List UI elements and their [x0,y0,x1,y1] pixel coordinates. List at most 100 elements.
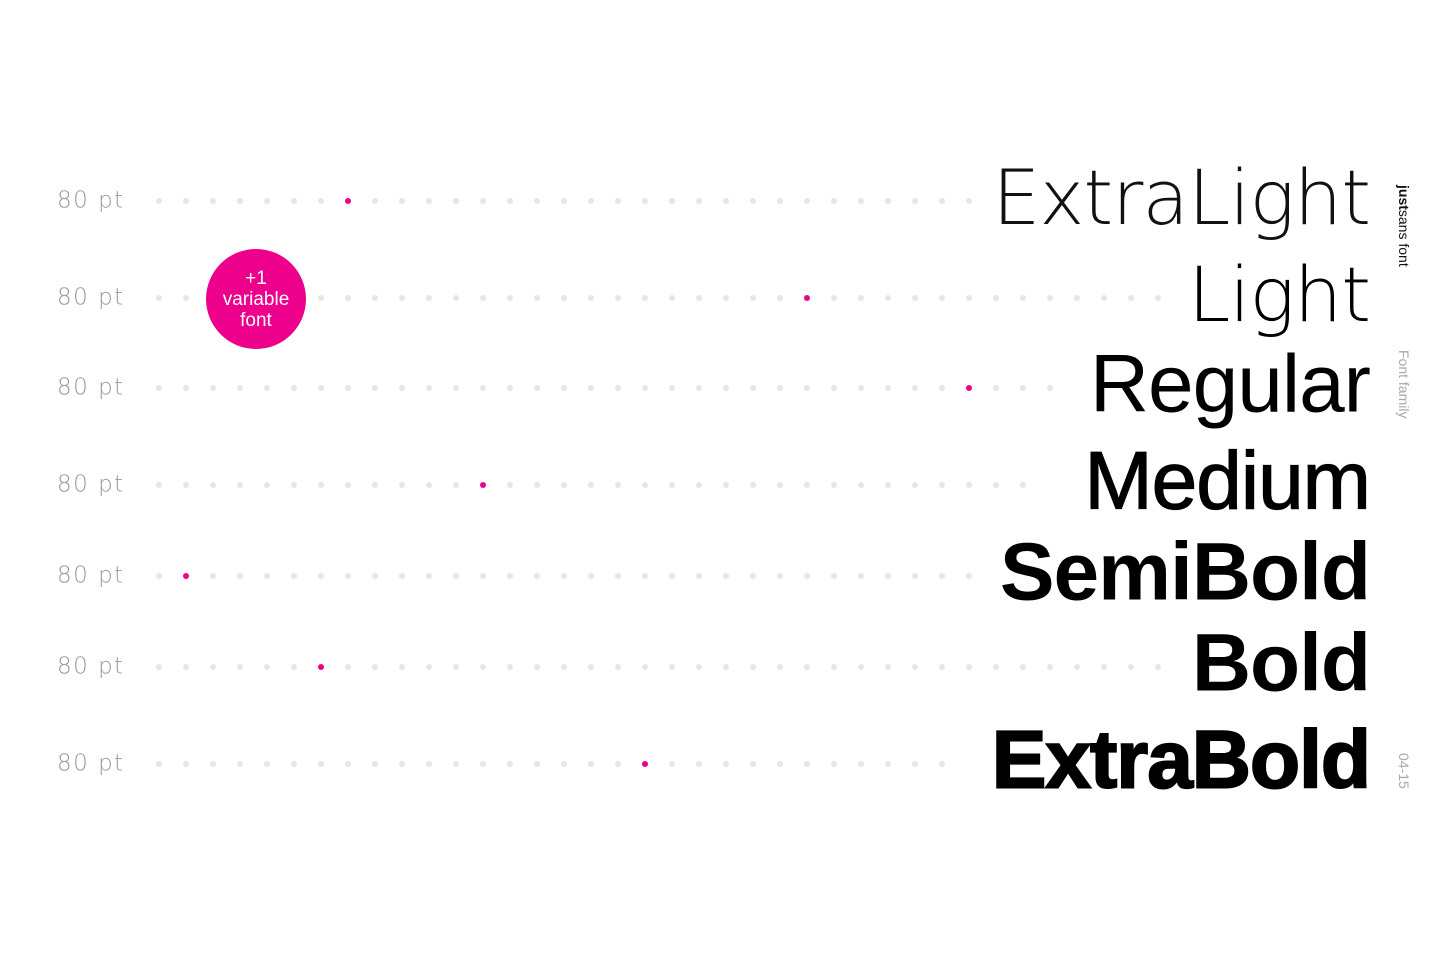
dot [426,573,432,579]
dot [561,664,567,670]
dot [750,573,756,579]
dot [831,482,837,488]
dot [534,385,540,391]
dot [885,198,891,204]
dot [723,761,729,767]
dot [912,198,918,204]
dot [993,482,999,488]
dot [507,573,513,579]
dot [264,385,270,391]
dot [804,761,810,767]
dot [1020,482,1026,488]
dot [831,385,837,391]
dot [642,482,648,488]
dot [642,198,648,204]
dot [399,198,405,204]
dot [696,385,702,391]
dot [1101,664,1107,670]
dot [264,482,270,488]
weight-name: ExtraBold [991,714,1372,806]
dot [1047,295,1053,301]
point-size-label: 80 pt [57,471,125,498]
dot [966,198,972,204]
dot [534,573,540,579]
brand-label: justsans font [1396,185,1412,267]
dot [561,573,567,579]
dot [669,664,675,670]
dot [480,664,486,670]
dot [993,664,999,670]
dot [912,761,918,767]
dot [804,198,810,204]
weight-name: Light [1187,249,1371,339]
dot [345,385,351,391]
dot [318,295,324,301]
dot [372,482,378,488]
dot [480,295,486,301]
dot [183,295,189,301]
dot [588,385,594,391]
dot [912,482,918,488]
dot [642,573,648,579]
dot [777,573,783,579]
dot [669,198,675,204]
dot [534,198,540,204]
dot [723,664,729,670]
dot [210,482,216,488]
dot [237,761,243,767]
highlight-dot [642,761,648,767]
dot [534,664,540,670]
dot [723,385,729,391]
dot [993,295,999,301]
dot [750,385,756,391]
section-label: Font family [1396,350,1412,419]
dot [966,664,972,670]
dot [210,198,216,204]
dot [237,664,243,670]
dot [318,761,324,767]
dot [1020,295,1026,301]
highlight-dot [318,664,324,670]
highlight-dot [804,295,810,301]
dot [210,385,216,391]
dot [156,573,162,579]
dot [561,761,567,767]
dot [426,482,432,488]
dot [156,664,162,670]
dot [588,198,594,204]
dot [561,295,567,301]
dot [237,573,243,579]
dot [264,761,270,767]
dot [534,295,540,301]
highlight-dot [345,198,351,204]
dot [291,385,297,391]
dot [345,664,351,670]
dot [750,295,756,301]
point-size-label: 80 pt [57,187,125,214]
dot [156,482,162,488]
dot [966,482,972,488]
dot [345,573,351,579]
dot [750,664,756,670]
dot [696,761,702,767]
dot [210,573,216,579]
dot [507,482,513,488]
dot [993,385,999,391]
dot [399,664,405,670]
dot [777,664,783,670]
dot [804,573,810,579]
dot [642,295,648,301]
dot [1128,295,1134,301]
brand-bold: just [1396,185,1412,210]
dot [1101,295,1107,301]
dot [831,198,837,204]
dot [750,198,756,204]
dot [561,198,567,204]
variable-font-badge: +1 variable font [206,249,306,349]
dot [372,761,378,767]
dot [831,573,837,579]
